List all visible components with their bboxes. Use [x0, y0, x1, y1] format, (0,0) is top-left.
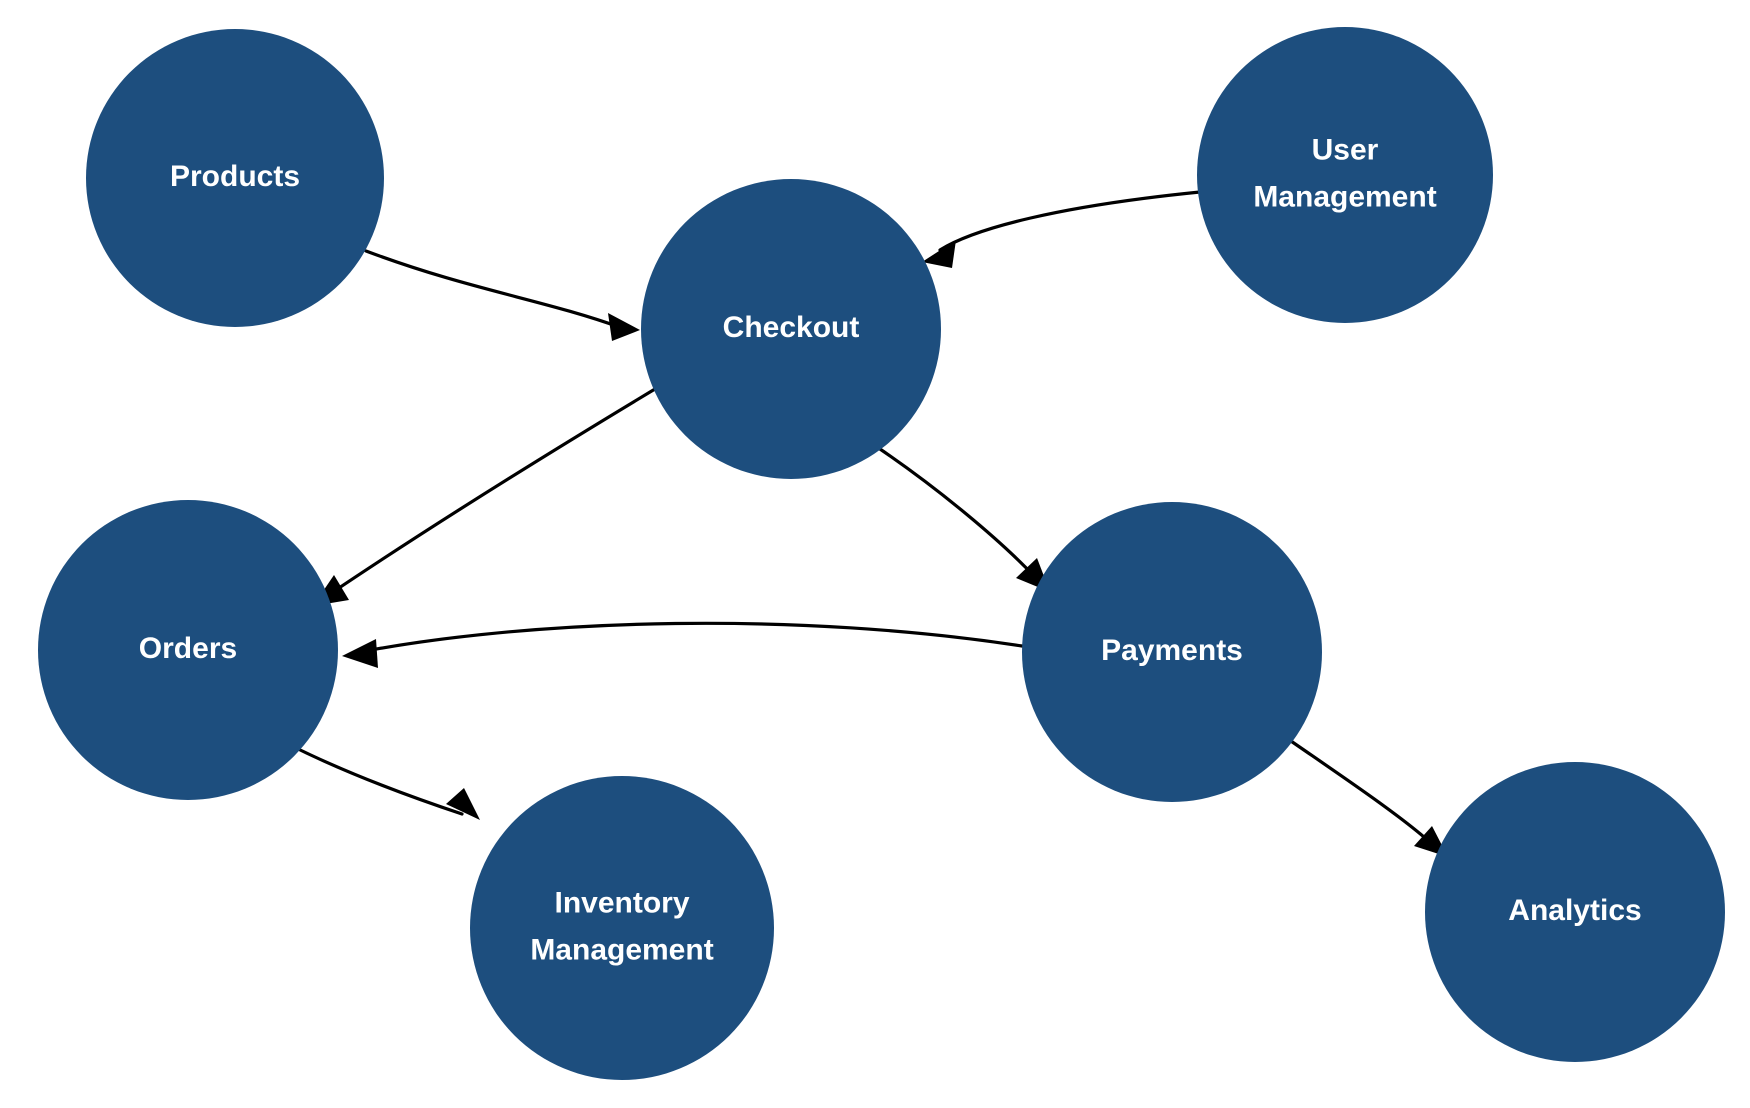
edge-checkout-orders — [313, 381, 667, 606]
node-shape[interactable] — [1197, 27, 1493, 323]
node-checkout[interactable]: Checkout — [641, 179, 941, 479]
edge-line — [938, 190, 1202, 252]
node-shape[interactable] — [1425, 762, 1725, 1062]
edge-line — [288, 743, 464, 816]
edge-checkout-payments — [878, 447, 1050, 592]
edge-line — [878, 447, 1037, 579]
edge-line — [364, 249, 624, 330]
edges-layer — [288, 190, 1448, 857]
node-shape[interactable] — [38, 500, 338, 800]
edge-usermgmt-checkout — [922, 190, 1202, 268]
edge-products-checkout — [364, 249, 640, 341]
node-shape[interactable] — [470, 776, 774, 1080]
arrowhead-icon — [922, 240, 956, 268]
node-orders[interactable]: Orders — [38, 500, 338, 800]
arrowhead-icon — [608, 313, 640, 341]
edge-payments-orders — [342, 621, 1024, 668]
edge-payments-analytics — [1286, 737, 1448, 857]
node-shape[interactable] — [641, 179, 941, 479]
edge-line — [1286, 737, 1434, 846]
arrowhead-icon — [342, 639, 378, 668]
node-analytics[interactable]: Analytics — [1425, 762, 1725, 1062]
edge-line — [328, 381, 667, 596]
arrowhead-icon — [446, 788, 480, 820]
node-payments[interactable]: Payments — [1022, 502, 1322, 802]
node-shape[interactable] — [1022, 502, 1322, 802]
edge-line — [358, 621, 1024, 654]
node-shape[interactable] — [86, 29, 384, 327]
node-products[interactable]: Products — [86, 29, 384, 327]
edge-orders-inventory — [288, 743, 480, 820]
